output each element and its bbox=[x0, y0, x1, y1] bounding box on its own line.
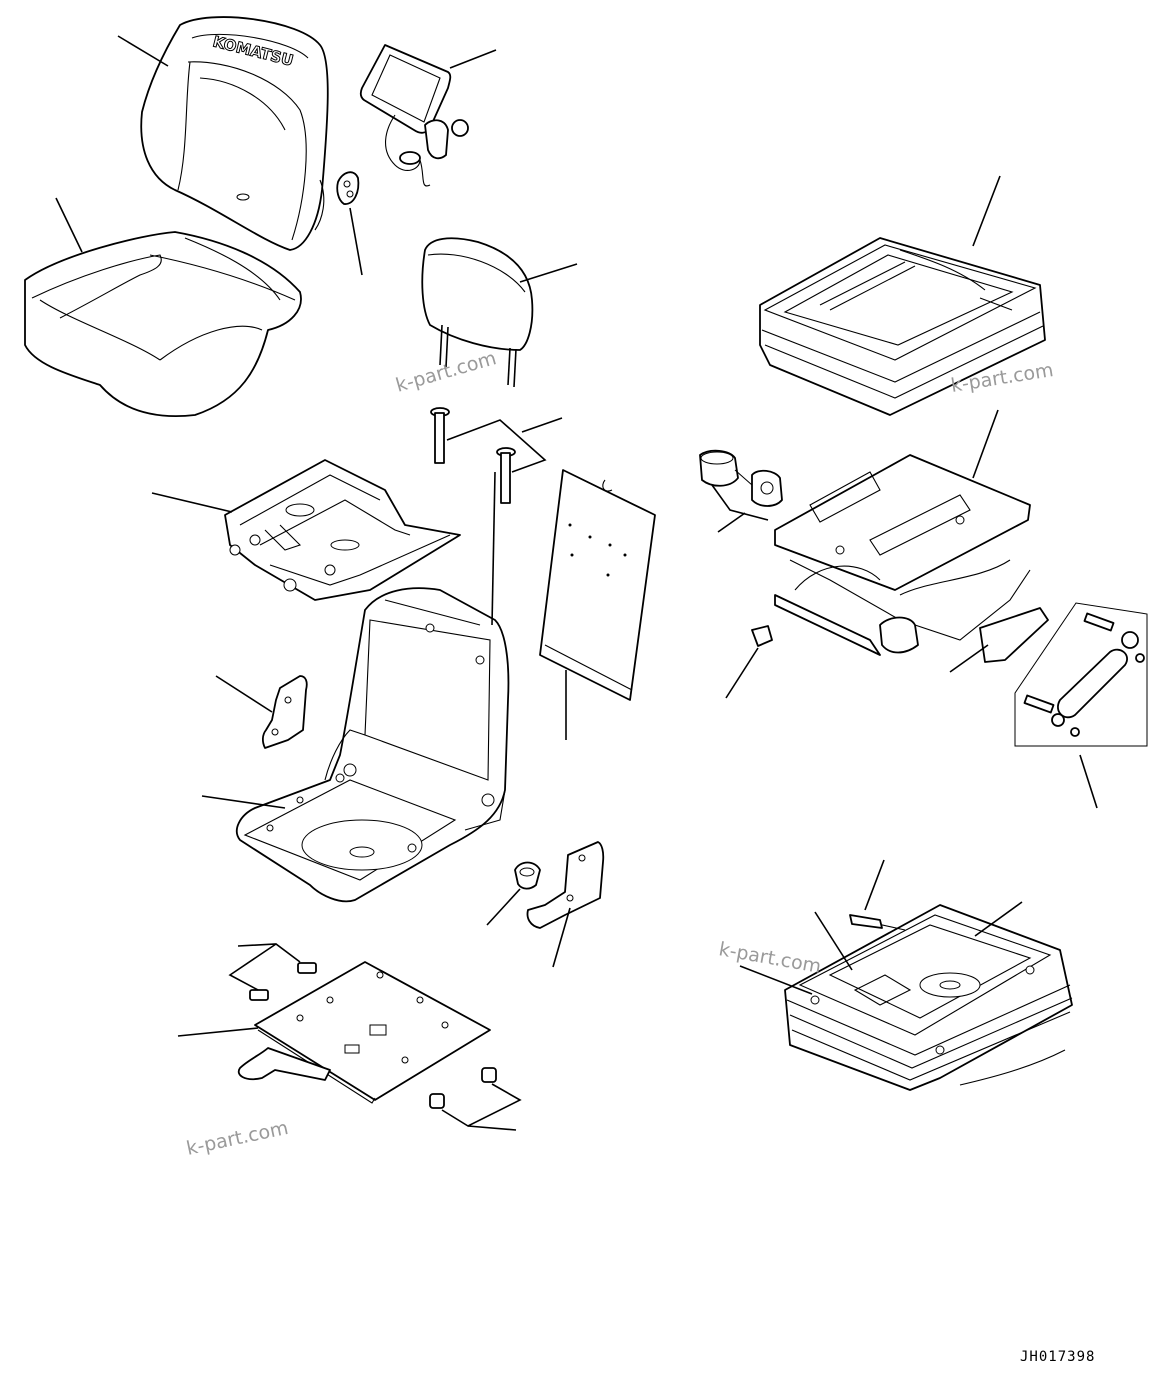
leader-line bbox=[972, 409, 999, 479]
side-bracket-right bbox=[526, 841, 605, 929]
leader-line bbox=[491, 471, 496, 626]
side-bracket-left bbox=[261, 675, 308, 749]
seat-pan-mechanism bbox=[224, 459, 461, 601]
leader-line bbox=[349, 207, 363, 276]
base-plate bbox=[237, 961, 491, 1104]
suspension-mechanism bbox=[774, 454, 1049, 663]
leader-line bbox=[552, 907, 571, 968]
watermark: k-part.com bbox=[184, 1117, 290, 1160]
leader-line bbox=[717, 512, 746, 533]
headrest bbox=[421, 237, 534, 388]
backrest-cushion: KOMATSU bbox=[140, 16, 329, 251]
lumbar-switch bbox=[336, 171, 360, 205]
seat-cushion bbox=[24, 231, 302, 417]
leader-line bbox=[177, 1027, 259, 1037]
leader-bracket bbox=[711, 484, 769, 521]
leader-line bbox=[864, 859, 885, 911]
leader-line bbox=[725, 647, 759, 699]
back-panel bbox=[539, 469, 656, 701]
leader-line bbox=[739, 965, 813, 995]
watermark: k-part.com bbox=[717, 938, 823, 978]
leader-line bbox=[151, 492, 233, 513]
seat-frame bbox=[235, 587, 510, 903]
leader-line bbox=[974, 901, 1023, 937]
leader-bracket bbox=[441, 1083, 522, 1131]
leader-line bbox=[486, 888, 521, 926]
lumbar-support-pump bbox=[359, 44, 469, 187]
leader-bracket bbox=[228, 943, 301, 991]
leader-line bbox=[972, 175, 1001, 247]
shock-absorber-box bbox=[1014, 602, 1148, 747]
leader-line bbox=[949, 644, 989, 673]
leader-line bbox=[814, 911, 853, 971]
clip bbox=[751, 625, 773, 647]
slide-pins-lower bbox=[429, 1067, 497, 1109]
suspension-cover-frame bbox=[759, 237, 1046, 416]
leader-line bbox=[215, 675, 273, 713]
bushing bbox=[514, 861, 541, 890]
slide-pins-upper bbox=[249, 962, 317, 1001]
leader-line bbox=[55, 197, 83, 253]
leader-line bbox=[1079, 754, 1098, 809]
headrest-guide-pins bbox=[430, 407, 516, 504]
suspension-base-assembly bbox=[784, 904, 1073, 1091]
adjustment-motor bbox=[699, 449, 783, 507]
leader-line bbox=[201, 795, 286, 809]
leader-bracket bbox=[446, 419, 547, 473]
leader-line bbox=[449, 49, 497, 69]
leader-line bbox=[521, 417, 563, 433]
leader-line bbox=[519, 263, 578, 283]
leader-line bbox=[117, 35, 169, 67]
drawing-code: JH017398 bbox=[1020, 1349, 1095, 1365]
